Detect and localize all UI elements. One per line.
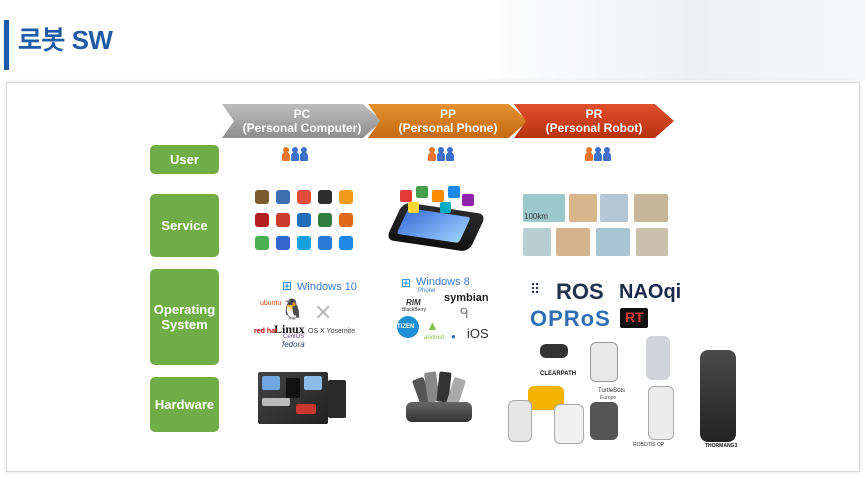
row-label-user: User [150, 145, 219, 174]
android-icon: ▲ [426, 318, 439, 333]
ubuntu-label: ubuntu [260, 300, 282, 307]
row-label-operating-system: Operating System [150, 269, 219, 365]
ros-label: ROS [556, 279, 604, 304]
blackberry-label: BlackBerry [402, 307, 427, 313]
android-label: android [424, 335, 445, 341]
users-icon [282, 147, 308, 161]
osx-label: OS X Yosemite [308, 328, 356, 335]
column-abbr: PP [439, 107, 456, 121]
rim-label: RIM [406, 298, 421, 307]
windows-label: Windows 10 [297, 281, 357, 293]
tizen-badge [397, 316, 419, 338]
header-background [0, 0, 865, 80]
windows-phone-sub: Phone [418, 288, 436, 294]
column-abbr: PR [585, 107, 603, 121]
users-icon [585, 147, 611, 161]
windows-logo: ⊞ [282, 279, 293, 293]
rt-label: RT [625, 309, 644, 325]
opros-label: OPRoS [530, 306, 611, 331]
row-label-hardware: Hardware [150, 377, 219, 432]
ios-label: iOS [467, 326, 489, 341]
redhat-label: red hat [254, 328, 278, 335]
ros-dots-icon: ⠿ [530, 281, 542, 297]
pc-app-icons [255, 190, 354, 250]
windows-phone-logo: ⊞ [401, 276, 412, 290]
page-title: 로봇 SW [18, 25, 113, 55]
row-label-service: Service [150, 194, 219, 257]
column-full: (Personal Robot) [545, 121, 643, 135]
column-full: (Personal Phone) [398, 121, 498, 135]
centos-label: CentOS [283, 334, 305, 340]
naoqi-label: NAOqi [619, 281, 682, 303]
users-icon [428, 147, 454, 161]
osx-x-icon: ✕ [314, 300, 333, 325]
column-header-pp: PP (Personal Phone) [368, 104, 528, 138]
column-header-pr: PR (Personal Robot) [514, 104, 674, 138]
symbian-label: symbian [444, 292, 489, 304]
robotis-label: ROBOTIS OP [633, 442, 665, 448]
clearpath-label: CLEARPATH [540, 371, 577, 377]
turtlebot-sub-label: Europe [600, 395, 617, 401]
rt-badge [620, 308, 648, 328]
tizen-label: TIZEN [397, 324, 415, 330]
distance-label: 100km [524, 212, 549, 221]
turtlebot-label: TurtleBots [598, 388, 626, 394]
column-full: (Personal Computer) [242, 121, 362, 135]
ios-dot: ● [451, 332, 456, 341]
column-header-pc: PC (Personal Computer) [222, 104, 382, 138]
thormang-label: THORMANG3 [705, 443, 738, 449]
linux-label: Linux [274, 322, 305, 336]
fedora-label: fedora [282, 340, 305, 349]
bada-icon: ᑫ [460, 305, 469, 321]
tux-icon: 🐧 [280, 299, 305, 321]
title-accent-bar [4, 20, 9, 70]
column-abbr: PC [293, 107, 311, 121]
windows-phone-label: Windows 8 [416, 276, 470, 288]
